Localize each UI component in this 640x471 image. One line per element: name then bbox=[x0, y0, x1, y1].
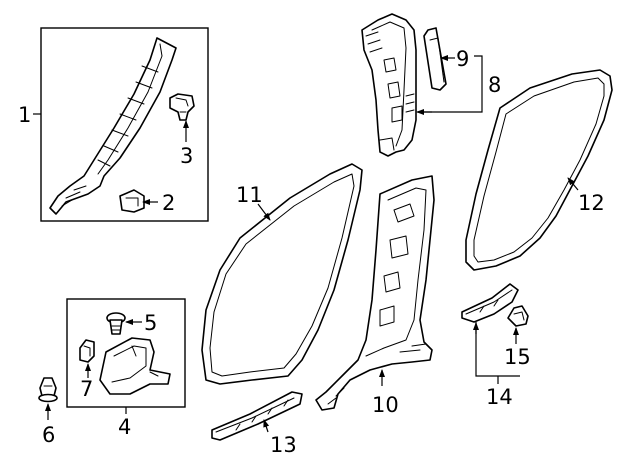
group-box-1 bbox=[40, 27, 209, 222]
part-strip-9 bbox=[423, 27, 447, 91]
callout-7: 7 bbox=[80, 377, 93, 401]
part-clip-15 bbox=[507, 305, 529, 327]
callout-15: 15 bbox=[504, 345, 531, 369]
callout-3: 3 bbox=[180, 144, 193, 168]
leader-14 bbox=[475, 322, 520, 377]
part-front-scuff-plate bbox=[211, 391, 303, 441]
part-push-pin-5 bbox=[106, 312, 126, 335]
callout-14: 14 bbox=[486, 385, 513, 409]
part-bracket-4 bbox=[99, 337, 171, 395]
callout-13: 13 bbox=[270, 433, 297, 457]
part-front-door-weatherstrip bbox=[201, 163, 363, 385]
callout-5: 5 bbox=[144, 311, 157, 335]
leader-8 bbox=[418, 55, 483, 113]
part-b-pillar-upper-trim bbox=[361, 13, 417, 157]
leader-12 bbox=[567, 177, 579, 191]
callout-10: 10 bbox=[372, 393, 399, 417]
part-clip-2 bbox=[119, 189, 145, 213]
part-clip-6 bbox=[38, 377, 58, 403]
part-rear-door-weatherstrip bbox=[465, 69, 613, 271]
callout-1: 1 bbox=[18, 103, 31, 127]
callout-9: 9 bbox=[456, 47, 469, 71]
callout-12: 12 bbox=[578, 191, 605, 215]
callout-4: 4 bbox=[118, 415, 131, 439]
part-clip-3 bbox=[169, 93, 195, 121]
leader-11 bbox=[257, 203, 271, 221]
part-rear-scuff-plate bbox=[461, 283, 519, 323]
callout-6: 6 bbox=[42, 423, 55, 447]
part-a-pillar-trim bbox=[49, 37, 177, 215]
leader-13 bbox=[263, 419, 270, 433]
callout-11: 11 bbox=[236, 183, 263, 207]
part-b-pillar-lower-trim bbox=[315, 175, 435, 411]
callout-8: 8 bbox=[488, 73, 501, 97]
part-clip-7 bbox=[79, 339, 95, 363]
callout-2: 2 bbox=[162, 191, 175, 215]
